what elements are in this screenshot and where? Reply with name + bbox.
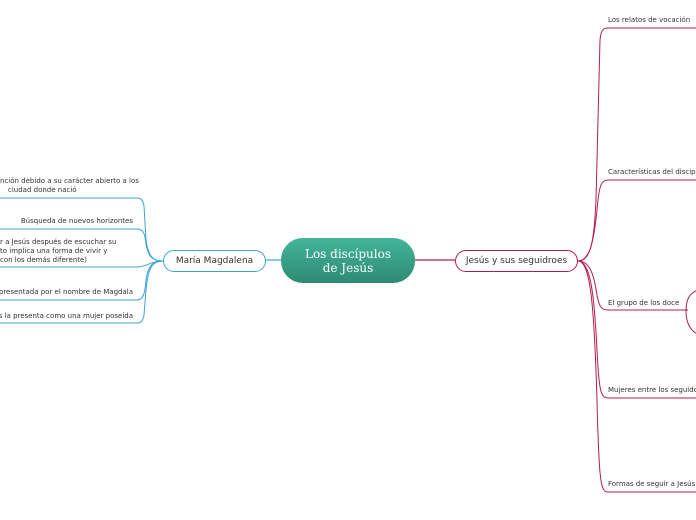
right-subtopic-1[interactable]: Los relatos de vocación bbox=[608, 16, 691, 24]
left-subtopic-5[interactable]: cas la presenta como una mujer poseída bbox=[0, 312, 133, 320]
connector-right-5 bbox=[577, 260, 696, 493]
left-subtopic-3[interactable]: r a Jesús después de escuchar su to impl… bbox=[0, 238, 116, 265]
left-subtopic-3-line3: con los demás diferente) bbox=[0, 256, 88, 264]
right-subtopic-5[interactable]: Formas de seguir a Jesús bbox=[608, 480, 696, 488]
left-subtopic-1-line2: ciudad donde nació bbox=[8, 186, 77, 194]
connector-right-4 bbox=[577, 260, 696, 399]
left-subtopic-2[interactable]: Búsqueda de nuevos horizontes bbox=[20, 217, 133, 225]
connector-right-2 bbox=[577, 179, 696, 262]
branch-maria-magdalena[interactable]: María Magdalena bbox=[163, 250, 266, 272]
connector-left-4 bbox=[0, 260, 164, 301]
left-subtopic-1[interactable]: nción debido a su carácter abierto a los… bbox=[0, 177, 139, 195]
right-subtopic-4[interactable]: Mujeres entre los seguidor bbox=[608, 386, 696, 394]
connector-right-1 bbox=[577, 27, 696, 262]
left-subtopic-1-line1: nción debido a su carácter abierto a los bbox=[0, 177, 139, 185]
connector-left-5 bbox=[0, 260, 164, 324]
central-topic[interactable]: Los discípulos de Jesús bbox=[281, 238, 415, 283]
left-subtopic-3-line2: to implica una forma de vivir y bbox=[0, 247, 108, 255]
left-subtopic-3-line1: r a Jesús después de escuchar su bbox=[0, 238, 117, 246]
connector-right-3-subnode bbox=[685, 290, 696, 334]
branch-jesus-seguidores[interactable]: Jesús y sus seguidroes bbox=[455, 250, 578, 272]
connector-left-2 bbox=[0, 228, 164, 262]
right-subtopic-3[interactable]: El grupo de los doce bbox=[608, 299, 680, 307]
left-subtopic-4[interactable]: Es presentada por el nombre de Magdala bbox=[0, 288, 133, 296]
connector-right-3 bbox=[577, 260, 688, 311]
right-subtopic-2[interactable]: Características del discipula bbox=[608, 168, 696, 176]
